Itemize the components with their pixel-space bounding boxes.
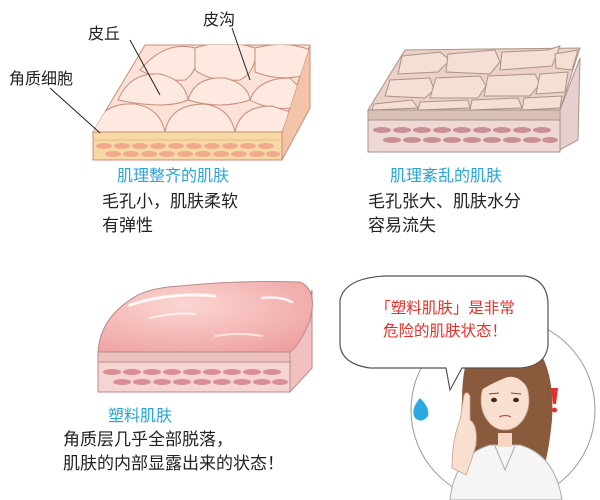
plastic-skin-block [97,281,313,394]
desc-plastic-line1: 角质层几乎全部脱落， [63,430,233,450]
desc-rough-line2: 容易流失 [368,216,436,236]
sweat-drop-icon [413,398,429,421]
label-skin-hill: 皮丘 [88,24,121,43]
caption-plastic-skin: 塑料肌肤 [108,406,173,425]
exclamation-icon [551,388,558,413]
desc-neat-line1: 毛孔小，肌肤柔软 [102,192,238,212]
desc-plastic-line2: 肌肤的内部显露出来的状态！ [63,454,284,474]
label-skin-groove: 皮沟 [203,10,236,29]
desc-rough-line1: 毛孔张大、肌肤水分 [368,192,521,212]
label-corneocyte: 角质细胞 [9,69,74,88]
rough-skin-block [367,45,581,153]
speech-bubble [339,275,549,392]
caption-neat-skin: 肌理整齐的肌肤 [117,166,230,185]
desc-neat-line2: 有弹性 [102,216,153,236]
bubble-text: 「塑料肌肤」是非常 危险的肌肤状态！ [345,297,545,343]
desc-rough-skin: 毛孔张大、肌肤水分 容易流失 [368,190,593,238]
cell-row [96,143,280,157]
bubble-line2: 危险的肌肤状态！ [382,322,507,340]
bubble-line1: 「塑料肌肤」是非常 [375,299,515,317]
caption-rough-skin: 肌理紊乱的肌肤 [390,166,503,185]
desc-neat-skin: 毛孔小，肌肤柔软 有弹性 [102,190,302,238]
neat-skin-block [49,27,311,161]
desc-plastic-skin: 角质层几乎全部脱落， 肌肤的内部显露出来的状态！ [63,428,363,476]
